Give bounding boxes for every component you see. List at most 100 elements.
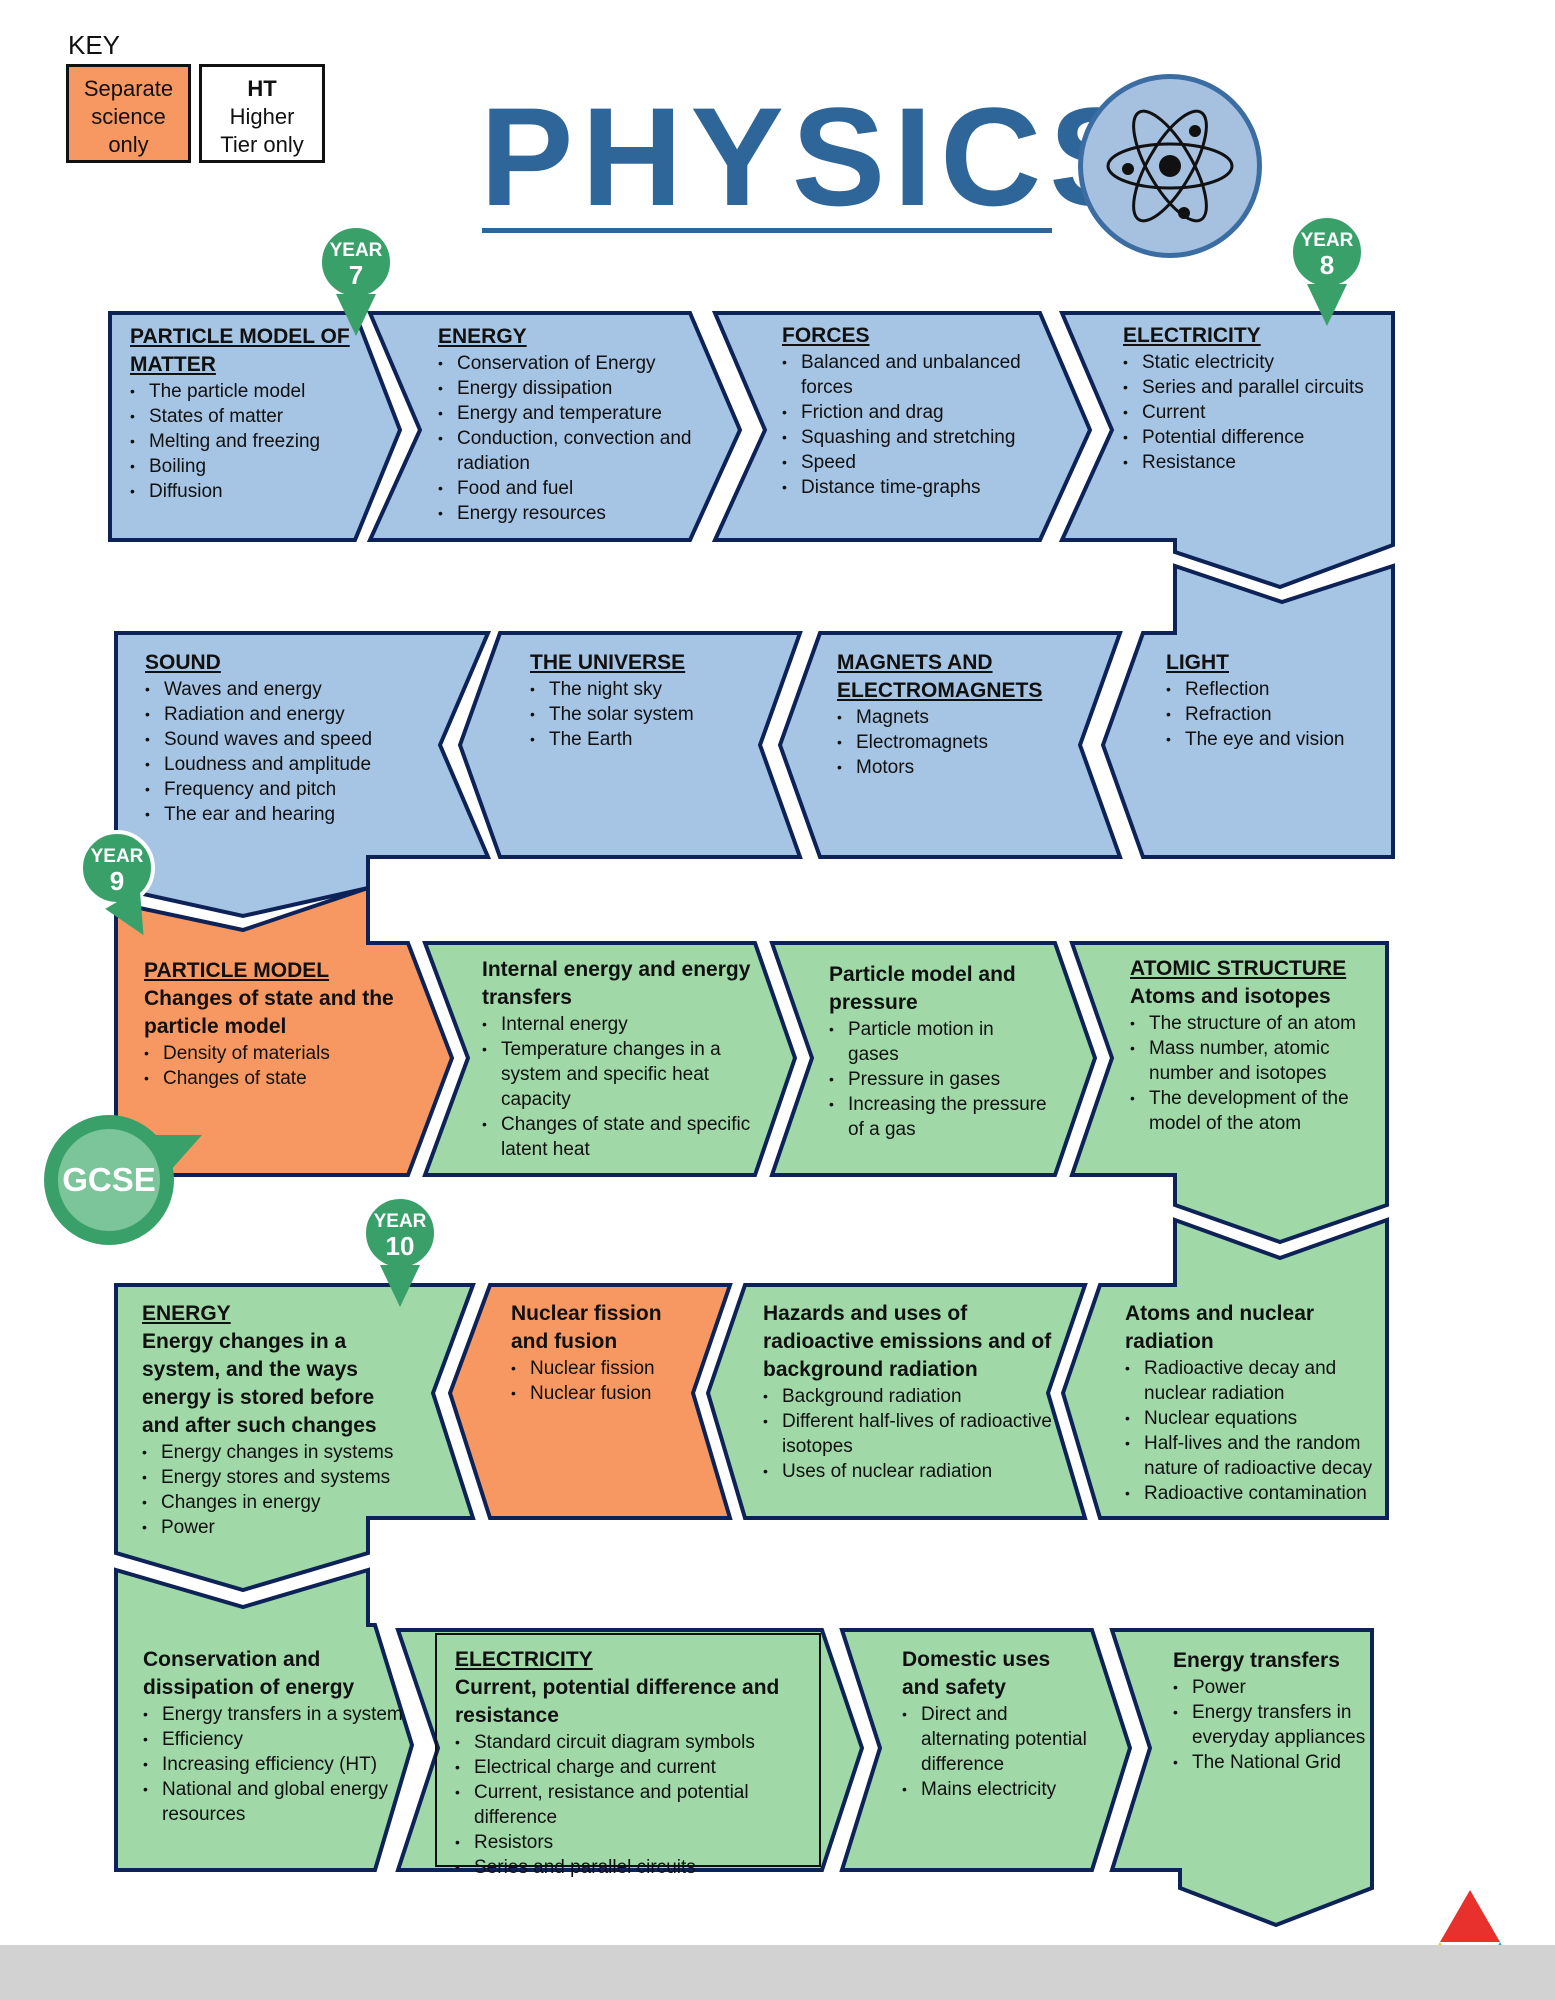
list-item: The eye and vision <box>1166 727 1381 752</box>
segment-magnets: MAGNETS AND ELECTROMAGNETS Magnets Elect… <box>837 649 1077 780</box>
list-item: Static electricity <box>1123 350 1383 375</box>
list-item: Power <box>142 1515 417 1540</box>
key-separate-science: Separate science only <box>66 64 191 163</box>
segment-energy: ENERGY Conservation of Energy Energy dis… <box>438 323 698 526</box>
list-item: Increasing efficiency (HT) <box>143 1752 403 1777</box>
list-item: Speed <box>782 450 1072 475</box>
list-item: Changes of state and specific latent hea… <box>482 1112 752 1162</box>
segment-particle-model-gcse: PARTICLE MODEL Changes of state and the … <box>144 957 399 1091</box>
segment-forces: FORCES Balanced and unbalanced forces Fr… <box>782 322 1072 500</box>
segment-the-universe: THE UNIVERSE The night sky The solar sys… <box>530 649 760 752</box>
list-item: Series and parallel circuits <box>455 1855 815 1880</box>
list-item: Melting and freezing <box>130 429 370 454</box>
list-item: Direct and alternating potential differe… <box>902 1702 1092 1777</box>
list-item: Energy and temperature <box>438 401 698 426</box>
key-label: KEY <box>68 30 121 60</box>
list-item: The night sky <box>530 677 760 702</box>
list-item: Series and parallel circuits <box>1123 375 1383 400</box>
segment-electricity-gcse: ELECTRICITY Current, potential differenc… <box>455 1646 815 1880</box>
list-item: Different half-lives of radioactive isot… <box>763 1409 1053 1459</box>
list-item: Mains electricity <box>902 1777 1092 1802</box>
list-item: Magnets <box>837 705 1077 730</box>
list-item: Food and fuel <box>438 476 698 501</box>
gcse-badge: GCSE <box>44 1115 174 1245</box>
list-item: Energy transfers in everyday appliances <box>1173 1700 1368 1750</box>
list-item: Electromagnets <box>837 730 1077 755</box>
list-item: The National Grid <box>1173 1750 1368 1775</box>
list-item: Refraction <box>1166 702 1381 727</box>
list-item: The development of the model of the atom <box>1130 1086 1375 1136</box>
segment-nuclear-fission: Nuclear fission and fusion Nuclear fissi… <box>511 1300 681 1406</box>
list-item: Squashing and stretching <box>782 425 1072 450</box>
list-item: Boiling <box>130 454 370 479</box>
list-item: Friction and drag <box>782 400 1072 425</box>
list-item: Changes in energy <box>142 1490 417 1515</box>
list-item: Particle motion in gases <box>829 1017 1049 1067</box>
list-item: Reflection <box>1166 677 1381 702</box>
segment-hazards: Hazards and uses of radioactive emission… <box>763 1300 1053 1484</box>
list-item: The ear and hearing <box>145 802 425 827</box>
key-higher-tier: HT Higher Tier only <box>199 64 325 163</box>
list-item: Mass number, atomic number and isotopes <box>1130 1036 1375 1086</box>
list-item: Temperature changes in a system and spec… <box>482 1037 752 1112</box>
list-item: Motors <box>837 755 1077 780</box>
list-item: Internal energy <box>482 1012 752 1037</box>
list-item: Half-lives and the random nature of radi… <box>1125 1431 1380 1481</box>
list-item: Efficiency <box>143 1727 403 1752</box>
list-item: Current, resistance and potential differ… <box>455 1780 815 1830</box>
list-item: Sound waves and speed <box>145 727 425 752</box>
list-item: Pressure in gases <box>829 1067 1049 1092</box>
list-item: Energy changes in systems <box>142 1440 417 1465</box>
list-item: The Earth <box>530 727 760 752</box>
atom-icon <box>1078 74 1262 258</box>
list-item: The particle model <box>130 379 370 404</box>
list-item: Nuclear fusion <box>511 1381 681 1406</box>
list-item: Changes of state <box>144 1066 399 1091</box>
list-item: Current <box>1123 400 1383 425</box>
segment-light: LIGHT Reflection Refraction The eye and … <box>1166 649 1381 752</box>
list-item: Background radiation <box>763 1384 1053 1409</box>
list-item: Diffusion <box>130 479 370 504</box>
list-item: Radioactive contamination <box>1125 1481 1380 1506</box>
segment-electricity: ELECTRICITY Static electricity Series an… <box>1123 322 1383 475</box>
segment-atomic-structure: ATOMIC STRUCTURE Atoms and isotopes The … <box>1130 955 1375 1136</box>
list-item: Electrical charge and current <box>455 1755 815 1780</box>
segment-energy-transfers: Energy transfers Power Energy transfers … <box>1173 1647 1368 1775</box>
list-item: Energy resources <box>438 501 698 526</box>
list-item: Nuclear fission <box>511 1356 681 1381</box>
list-item: Nuclear equations <box>1125 1406 1380 1431</box>
list-item: Radioactive decay and nuclear radiation <box>1125 1356 1380 1406</box>
list-item: Conduction, convection and radiation <box>438 426 698 476</box>
segment-internal-energy: Internal energy and energy transfers Int… <box>482 956 752 1162</box>
list-item: Increasing the pressure of a gas <box>829 1092 1049 1142</box>
list-item: Resistance <box>1123 450 1383 475</box>
list-item: Waves and energy <box>145 677 425 702</box>
list-item: Distance time-graphs <box>782 475 1072 500</box>
list-item: Energy stores and systems <box>142 1465 417 1490</box>
list-item: Uses of nuclear radiation <box>763 1459 1053 1484</box>
segment-sound: SOUND Waves and energy Radiation and ene… <box>145 649 425 827</box>
list-item: Balanced and unbalanced forces <box>782 350 1072 400</box>
list-item: The structure of an atom <box>1130 1011 1375 1036</box>
list-item: States of matter <box>130 404 370 429</box>
segment-domestic: Domestic uses and safety Direct and alte… <box>902 1646 1092 1802</box>
list-item: Radiation and energy <box>145 702 425 727</box>
list-item: Loudness and amplitude <box>145 752 425 777</box>
list-item: Energy dissipation <box>438 376 698 401</box>
list-item: Frequency and pitch <box>145 777 425 802</box>
list-item: Standard circuit diagram symbols <box>455 1730 815 1755</box>
list-item: Potential difference <box>1123 425 1383 450</box>
footer-bar <box>0 1945 1555 2000</box>
list-item: National and global energy resources <box>143 1777 403 1827</box>
segment-energy-changes: ENERGY Energy changes in a system, and t… <box>142 1300 417 1540</box>
list-item: Energy transfers in a system <box>143 1702 403 1727</box>
list-item: Conservation of Energy <box>438 351 698 376</box>
segment-shape-particle-model-gcse <box>114 885 455 1177</box>
segment-conservation: Conservation and dissipation of energy E… <box>143 1646 403 1827</box>
list-item: Density of materials <box>144 1041 399 1066</box>
segment-particle-model-of-matter: PARTICLE MODEL OF MATTER The particle mo… <box>130 323 370 504</box>
